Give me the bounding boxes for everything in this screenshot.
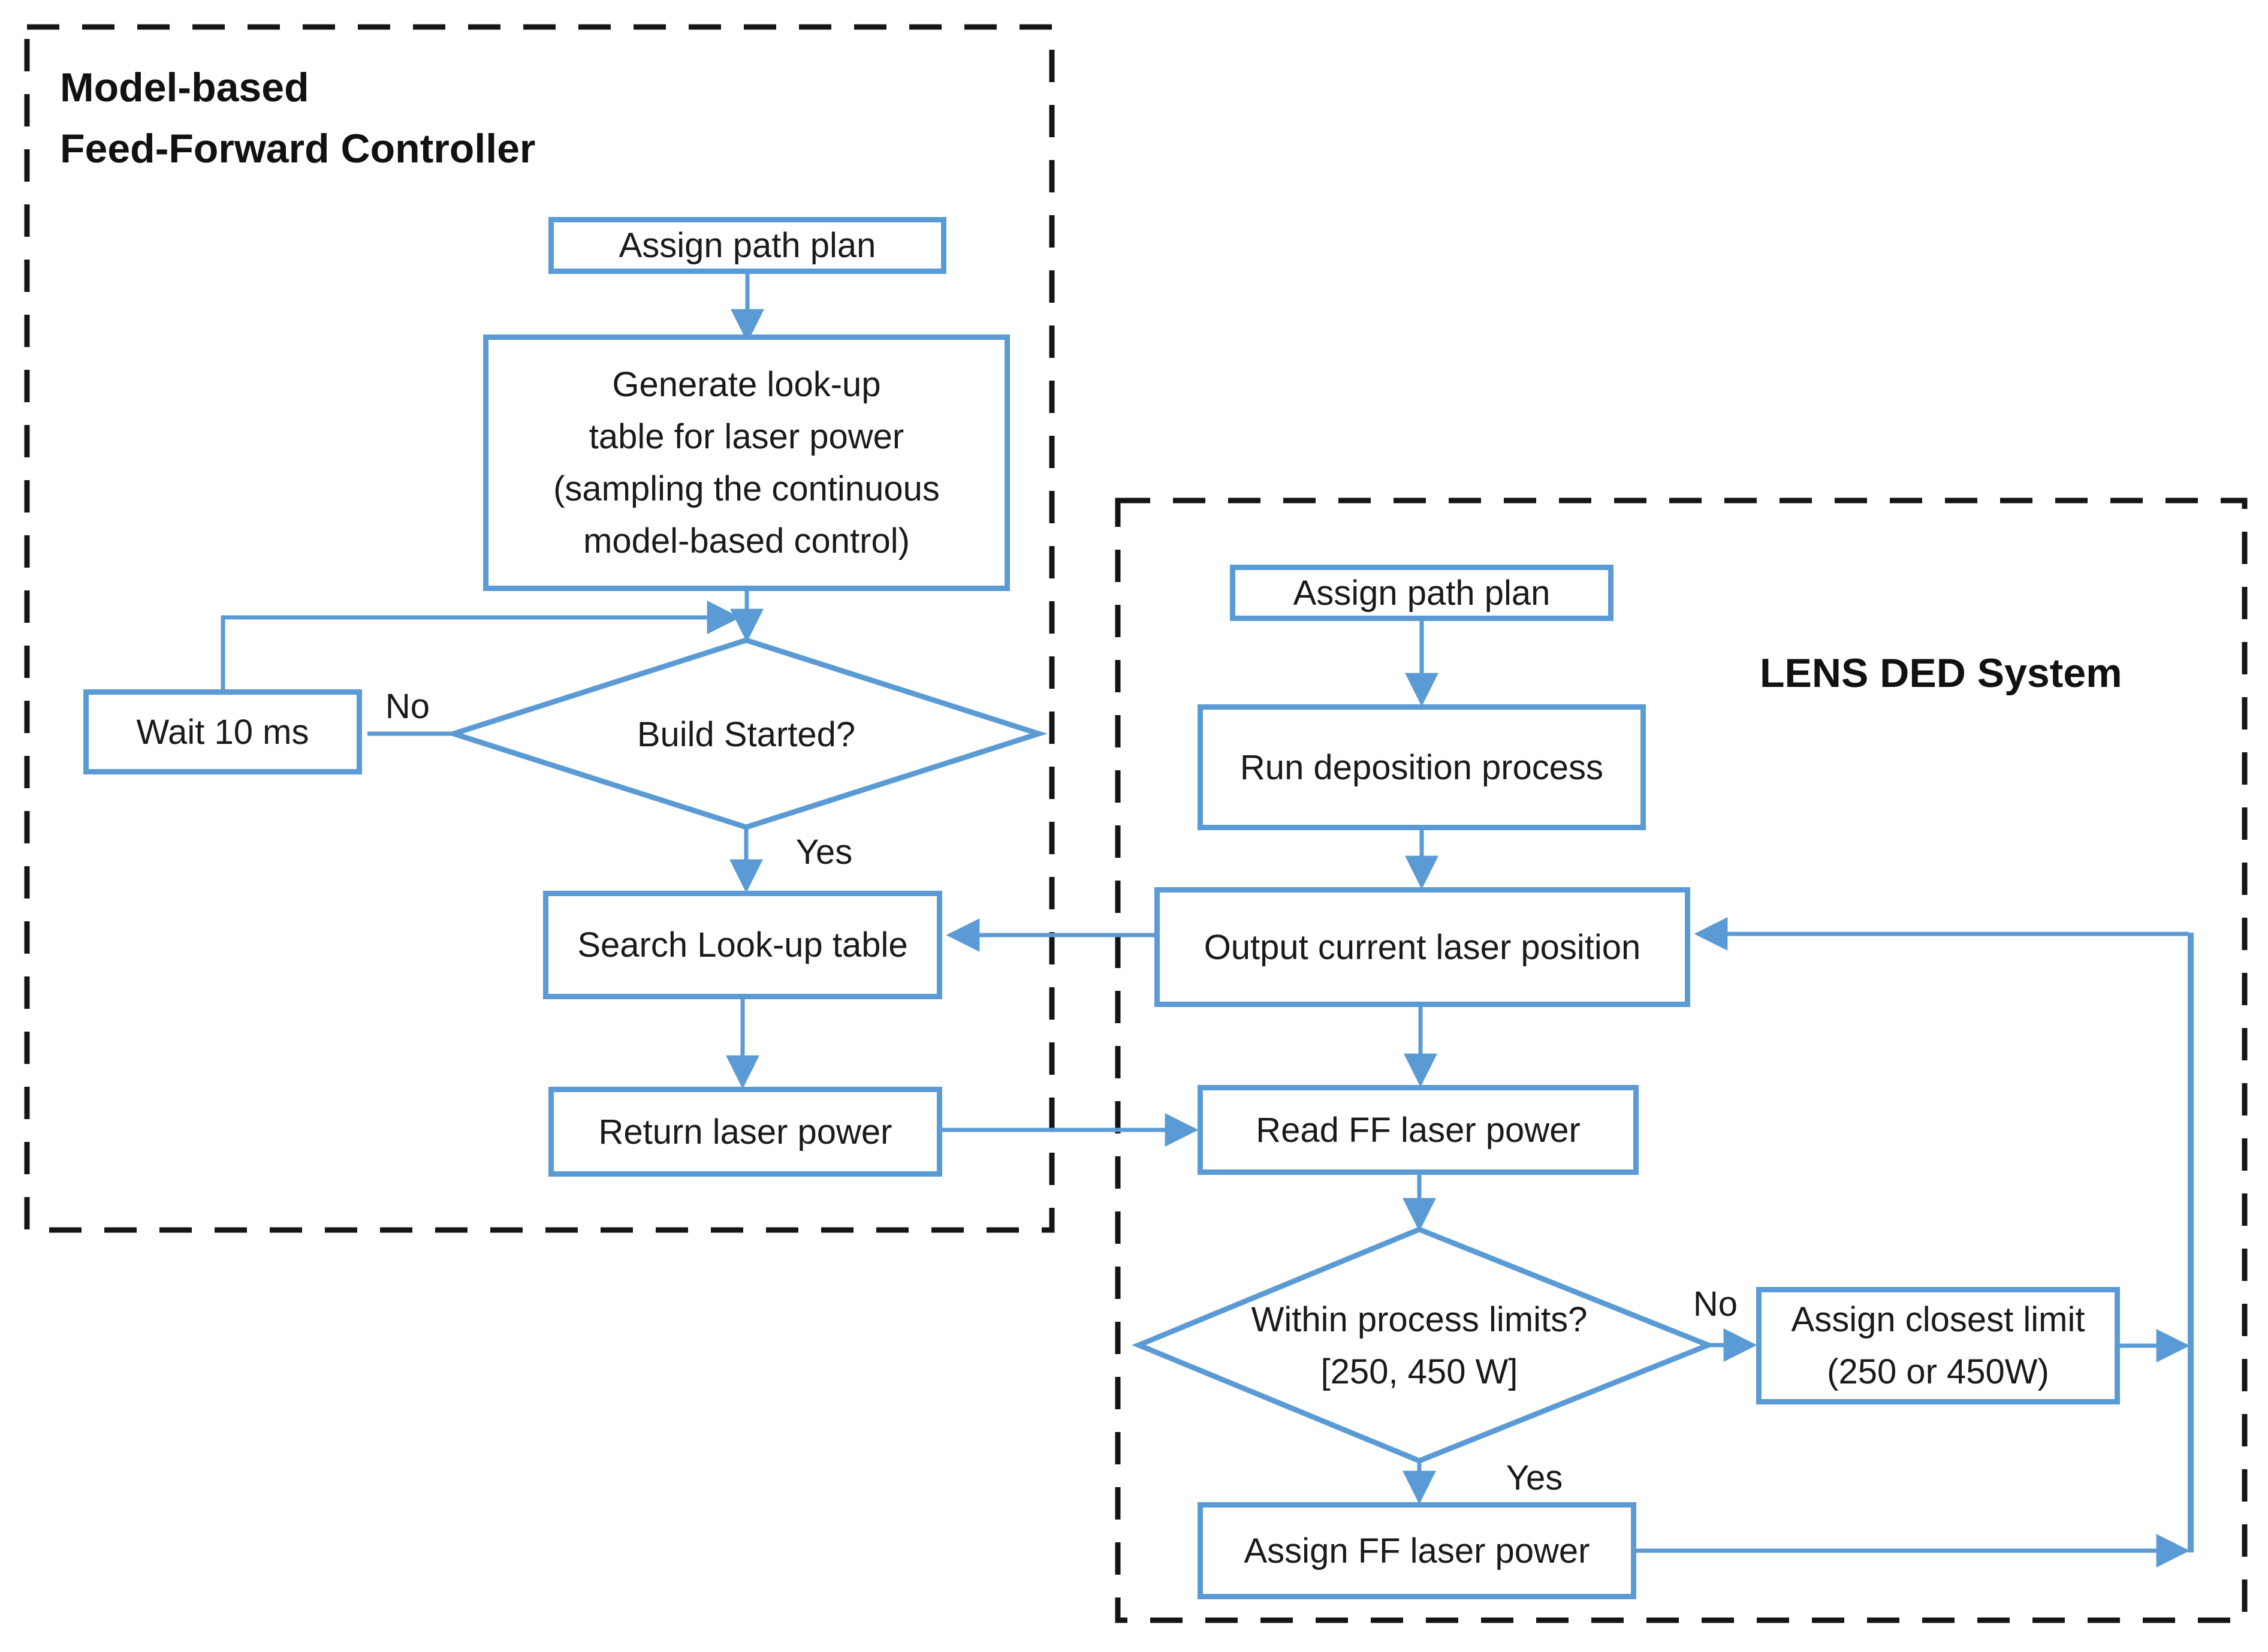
node-assign-closest-limit: Assign closest limit (250 or 450W) xyxy=(1756,1287,2120,1404)
node-build-started-label: Build Started? xyxy=(637,715,856,754)
within-limits-diamond xyxy=(1132,1226,1716,1464)
node-read-ff-laser-power: Read FF laser power xyxy=(1198,1085,1639,1175)
connector-group xyxy=(221,274,2194,1567)
right-panel-title: LENS DED System xyxy=(1760,650,2122,696)
edge-label-no-right: No xyxy=(1693,1285,1738,1324)
left-panel-title: Model-based Feed-Forward Controller xyxy=(60,65,536,171)
node-assign-path-plan-left: Assign path plan xyxy=(548,217,946,274)
node-search-lookup-table: Search Look-up table xyxy=(543,891,942,999)
edge-label-yes-right: Yes xyxy=(1506,1458,1563,1497)
lens-ded-container-border xyxy=(1115,498,2248,1623)
node-assign-path-plan-right: Assign path plan xyxy=(1230,565,1613,621)
node-assign-ff-laser-power: Assign FF laser power xyxy=(1198,1502,1636,1599)
ff-controller-container-border xyxy=(24,24,1055,1233)
edge-wait-loop xyxy=(221,601,741,689)
node-generate-lookup-table: Generate look-up table for laser power (… xyxy=(483,334,1010,591)
node-return-laser-power: Return laser power xyxy=(548,1087,942,1177)
node-wait-10-ms: Wait 10 ms xyxy=(83,689,362,774)
node-within-process-limits-label: Within process limits? [250, 450 W] xyxy=(1251,1300,1588,1391)
node-output-current-laser-position: Output current laser position xyxy=(1154,887,1690,1007)
node-run-deposition-process: Run deposition process xyxy=(1198,704,1646,830)
build-started-diamond xyxy=(445,637,1048,830)
edge-label-no-left: No xyxy=(385,687,430,726)
edge-label-yes-left: Yes xyxy=(795,833,853,872)
